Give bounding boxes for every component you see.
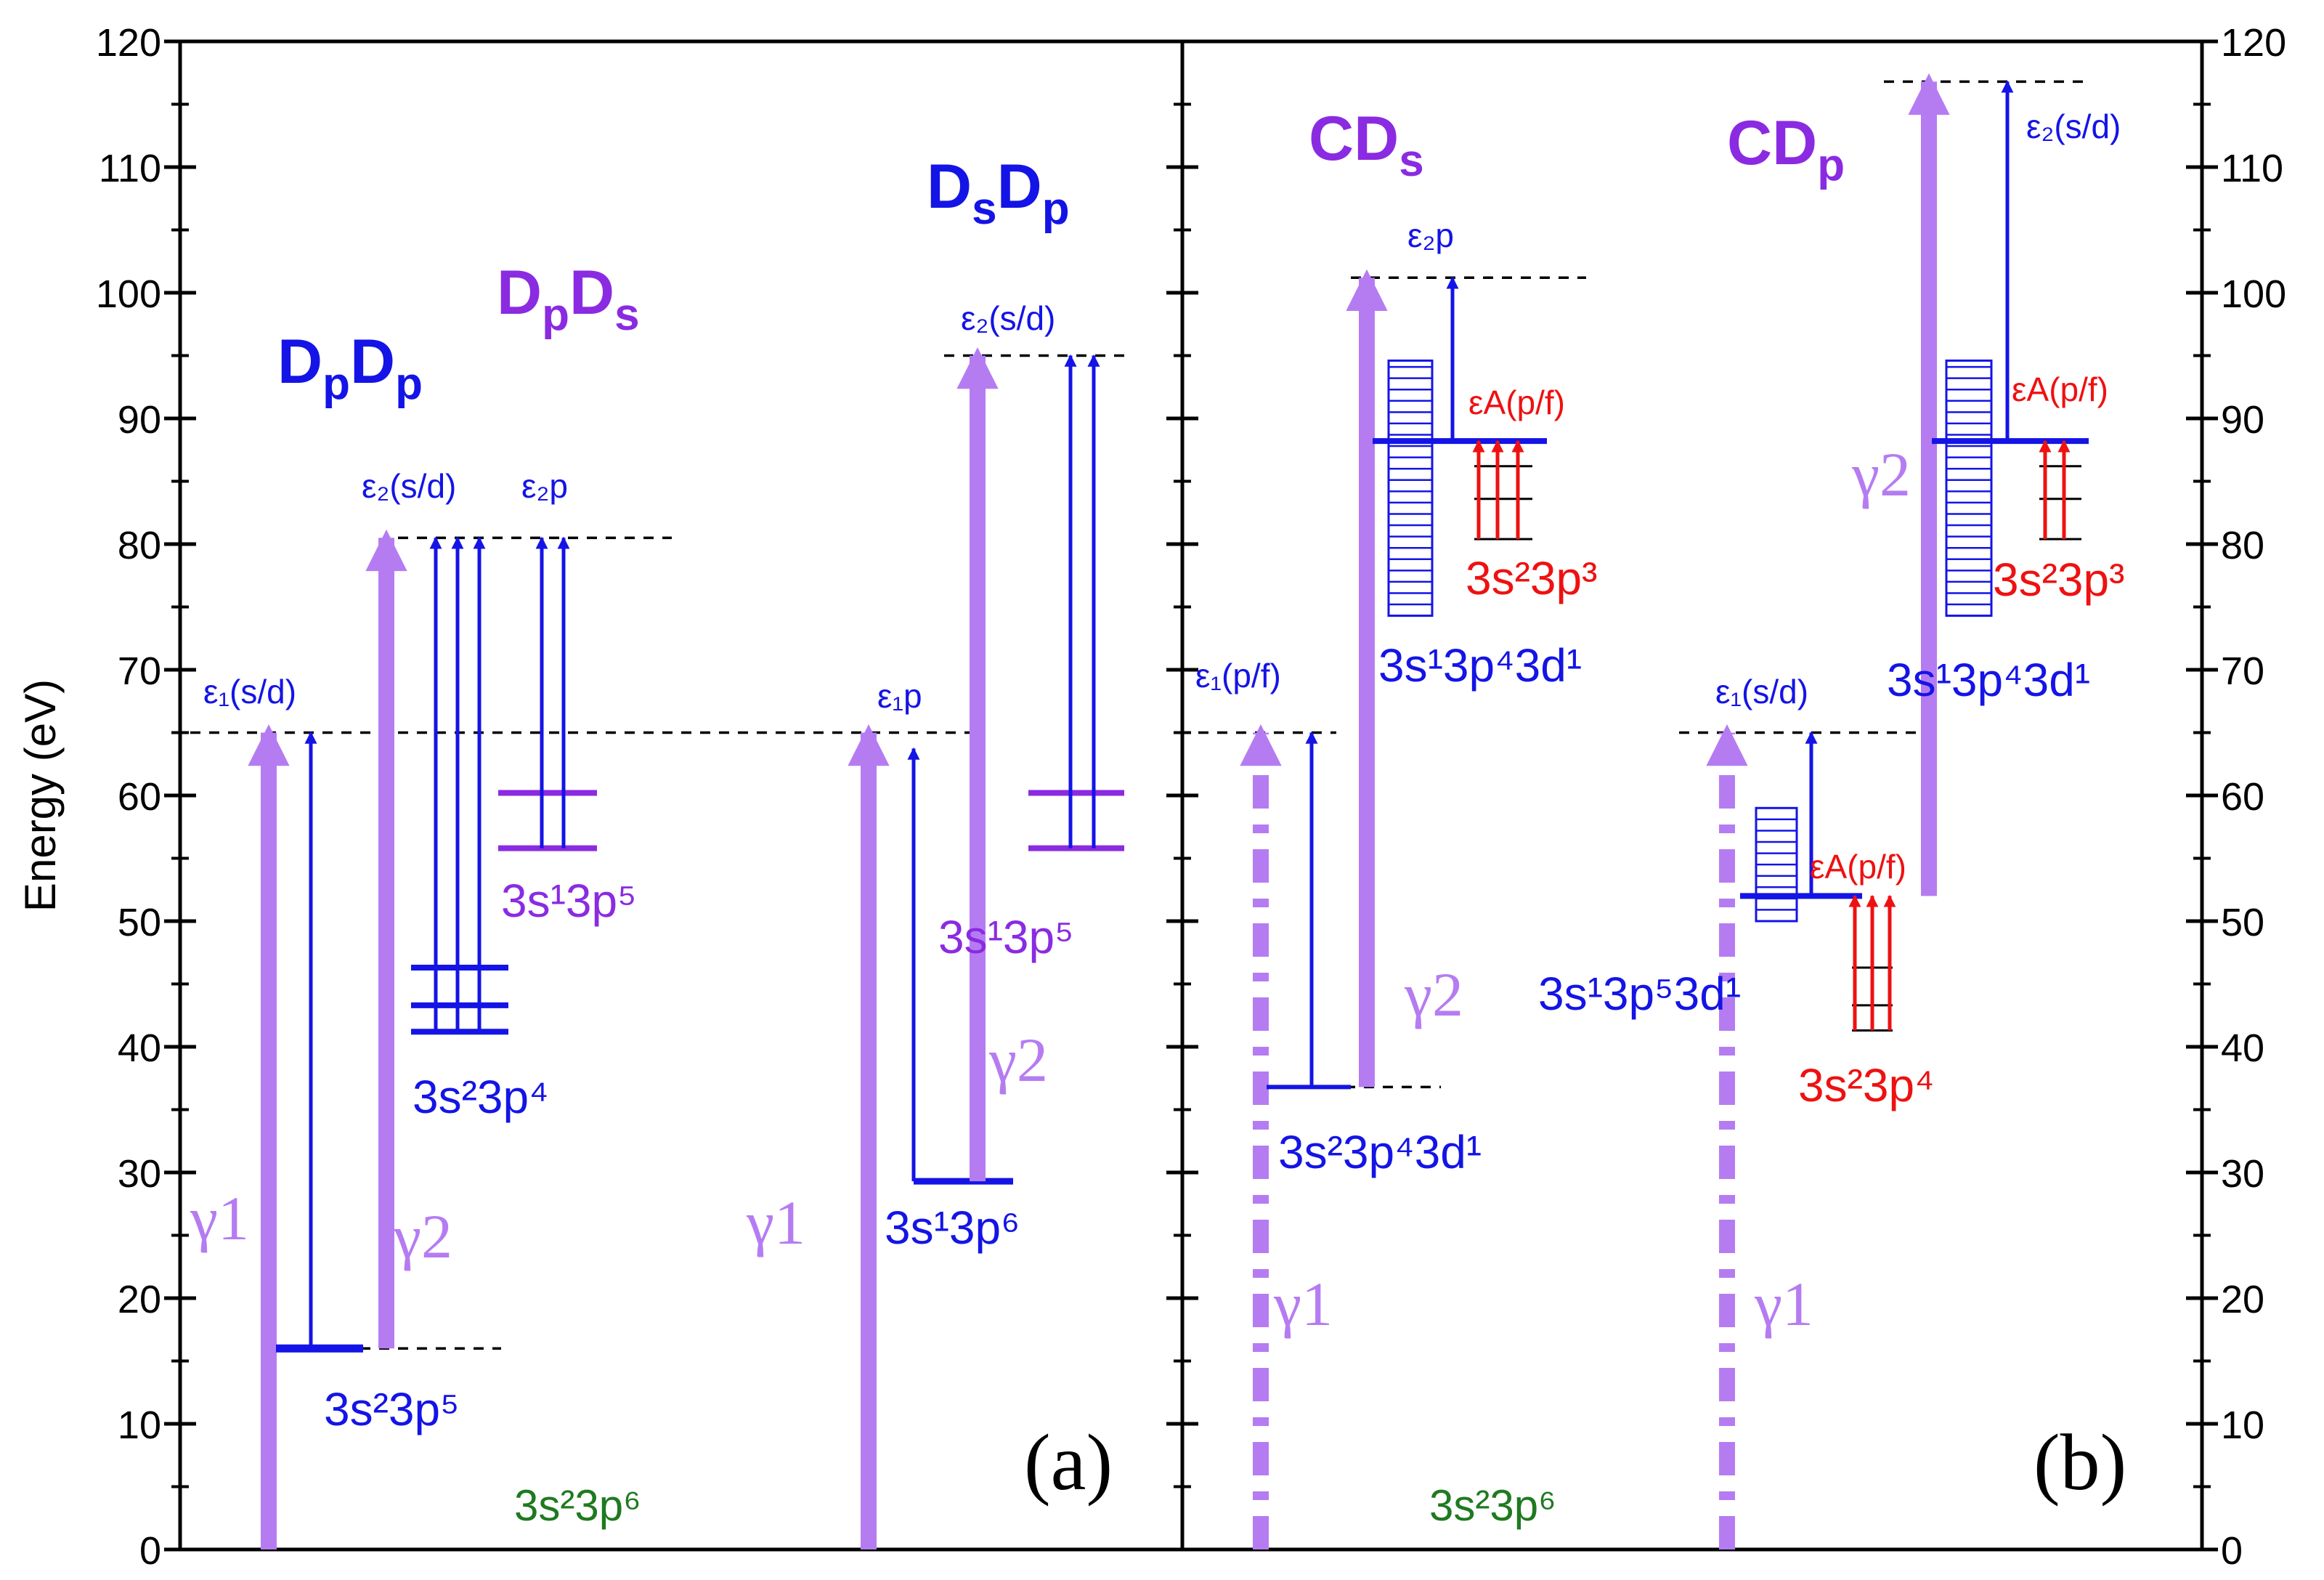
gamma1-label-right: γ1	[746, 1188, 805, 1257]
label-eps1p: ε₁p	[877, 677, 922, 715]
label-eps2p-a: ε₂p	[521, 467, 568, 505]
tick-label-right: 50	[2221, 901, 2264, 944]
config-3s23p4: 3s²3p⁴	[413, 1071, 549, 1123]
tick-label-left: 50	[118, 901, 161, 944]
tick-label-left: 40	[118, 1026, 161, 1070]
label-eps2-sd: ε₂(s/d)	[362, 467, 456, 505]
tick-label-left: 10	[118, 1403, 161, 1447]
label-eps1-pf: ε₁(p/f)	[1195, 657, 1281, 694]
axis-ticks	[164, 39, 2218, 1552]
tick-label-right: 90	[2221, 398, 2264, 442]
label-eps1-sd: ε₁(s/d)	[203, 673, 296, 710]
tick-label-left: 70	[118, 649, 161, 693]
right-tick-labels: 0 10 20 30 40 50 60 70 80 90 100 110 120	[2221, 21, 2286, 1573]
tick-label-right: 10	[2221, 1403, 2264, 1447]
title-dpds: DpDs	[497, 258, 640, 340]
tick-label-right: 60	[2221, 775, 2264, 819]
config-3s23p4-red: 3s²3p⁴	[1798, 1059, 1935, 1111]
config-3s23p3-right: 3s²3p³	[1993, 554, 2124, 606]
ground-state-b: 3s²3p⁶	[1429, 1481, 1556, 1530]
tick-label-right: 120	[2221, 21, 2286, 65]
tick-label-right: 40	[2221, 1026, 2264, 1070]
config-3s13p43d1-right: 3s¹3p⁴3d¹	[1887, 654, 2090, 706]
tick-label-right: 0	[2221, 1529, 2243, 1573]
tick-label-left: 100	[96, 272, 161, 316]
config-3s13p5: 3s¹3p⁵	[501, 875, 637, 927]
gamma2-label: γ2	[393, 1202, 452, 1271]
title-cds: CDs	[1309, 104, 1424, 186]
gamma1-label: γ1	[190, 1183, 249, 1253]
gamma2-label-b: γ2	[1404, 960, 1463, 1029]
tick-label-left: 60	[118, 775, 161, 819]
tick-label-left: 90	[118, 398, 161, 442]
label-eps2-sd-right: ε₂(s/d)	[961, 299, 1055, 337]
tick-label-left: 0	[139, 1529, 161, 1573]
label-eps1-sd-b: ε₁(s/d)	[1715, 673, 1808, 710]
panel-tag-b: (b)	[2033, 1418, 2126, 1507]
config-3s23p5: 3s²3p⁵	[324, 1383, 460, 1435]
tick-label-right: 20	[2221, 1278, 2264, 1321]
ground-state-a: 3s²3p⁶	[514, 1481, 641, 1530]
band-3s13p53d1	[1755, 806, 1798, 923]
panel-b: CDs CDp ε₁(p/f) ε₂p εA(p/f) ε₁(s/d) εA(p…	[1195, 104, 2126, 1530]
y-axis-label: Energy (eV)	[16, 679, 65, 912]
gamma2-label-right: γ2	[988, 1025, 1048, 1095]
band-3s13p43d1-left	[1387, 359, 1434, 617]
left-tick-labels: 0 10 20 30 40 50 60 70 80 90 100 110 120	[96, 21, 161, 1573]
label-epsA-pf-3: εA(p/f)	[2012, 370, 2108, 408]
config-3s13p43d1: 3s¹3p⁴3d¹	[1378, 639, 1582, 692]
gamma2-label-b-right: γ2	[1851, 439, 1911, 509]
label-epsA-pf-1: εA(p/f)	[1468, 384, 1565, 421]
band-box	[1387, 359, 1434, 617]
panel-a: DpDp DpDs DsDp ε₁(s/d) ε₂(s/d) ε₂p ε₁p ε…	[190, 152, 1113, 1530]
config-3s13p5-right: 3s¹3p⁵	[938, 911, 1074, 963]
config-3s13p6: 3s¹3p⁶	[885, 1202, 1020, 1254]
config-3s23p43d1: 3s²3p⁴3d¹	[1278, 1126, 1482, 1178]
tick-label-right: 70	[2221, 649, 2264, 693]
tick-label-left: 110	[99, 147, 161, 190]
label-eps2-sd-b: ε₂(s/d)	[2026, 108, 2121, 145]
tick-label-right: 80	[2221, 524, 2264, 567]
tick-label-left: 30	[118, 1152, 161, 1196]
tick-label-right: 100	[2221, 272, 2286, 316]
config-3s23p3: 3s²3p³	[1466, 552, 1597, 604]
band-box	[1945, 359, 1993, 617]
panel-tag-a: (a)	[1024, 1418, 1113, 1507]
tick-label-right: 30	[2221, 1152, 2264, 1196]
label-epsA-pf-2: εA(p/f)	[1810, 848, 1906, 886]
tick-label-left: 20	[118, 1278, 161, 1321]
gamma1-label-b-right: γ1	[1754, 1269, 1813, 1339]
energy-levels	[190, 73, 2089, 1549]
title-dpdp: DpDp	[277, 327, 423, 409]
config-3s13p53d1: 3s¹3p⁵3d¹	[1538, 968, 1741, 1020]
band-3s13p43d1-right	[1945, 359, 1993, 617]
title-dsdp: DsDp	[927, 152, 1070, 234]
tick-label-left: 120	[96, 21, 161, 65]
tick-label-right: 110	[2221, 147, 2283, 190]
title-cdp: CDp	[1727, 108, 1845, 190]
label-eps2p-b: ε₂p	[1407, 216, 1454, 254]
tick-label-left: 80	[118, 524, 161, 567]
gamma1-label-b: γ1	[1273, 1269, 1333, 1339]
